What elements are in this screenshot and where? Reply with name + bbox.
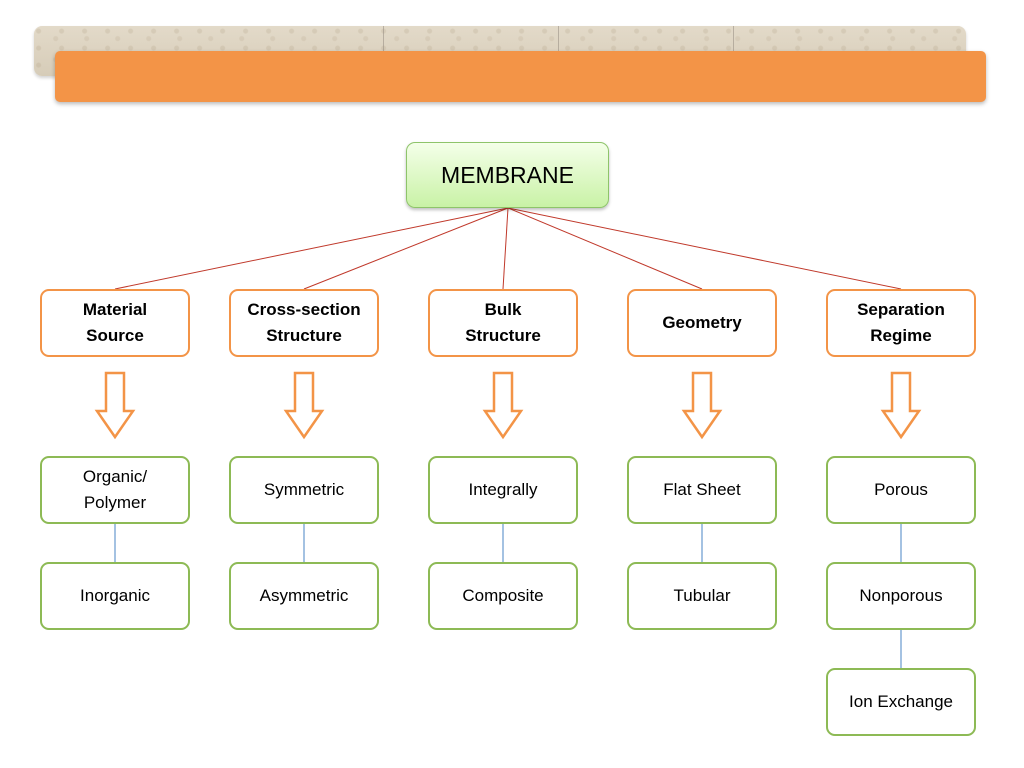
category-box: Separation Regime [826,289,976,357]
root-to-category-line [507,207,902,290]
root-to-category-line [507,207,703,290]
down-arrow-icon [94,371,136,440]
category-box: Material Source [40,289,190,357]
leaf-box: Symmetric [229,456,379,524]
root-to-category-line [502,207,509,290]
leaf-box: Tubular [627,562,777,630]
leaf-box: Integrally [428,456,578,524]
down-arrow-icon [880,371,922,440]
leaf-box: Organic/ Polymer [40,456,190,524]
header-divider [383,26,384,52]
down-arrow-icon [283,371,325,440]
down-arrow-icon [482,371,524,440]
leaf-box: Nonporous [826,562,976,630]
root-to-category-line [114,207,509,290]
category-box: Cross-section Structure [229,289,379,357]
header-divider [733,26,734,52]
leaf-box: Flat Sheet [627,456,777,524]
leaf-box: Inorganic [40,562,190,630]
root-to-category-line [303,207,509,290]
root-node: MEMBRANE [406,142,609,208]
leaf-box: Asymmetric [229,562,379,630]
category-box: Bulk Structure [428,289,578,357]
leaf-box: Ion Exchange [826,668,976,736]
leaf-box: Composite [428,562,578,630]
down-arrow-icon [681,371,723,440]
header-divider [558,26,559,52]
category-box: Geometry [627,289,777,357]
leaf-box: Porous [826,456,976,524]
header-orange-bar [55,51,986,102]
